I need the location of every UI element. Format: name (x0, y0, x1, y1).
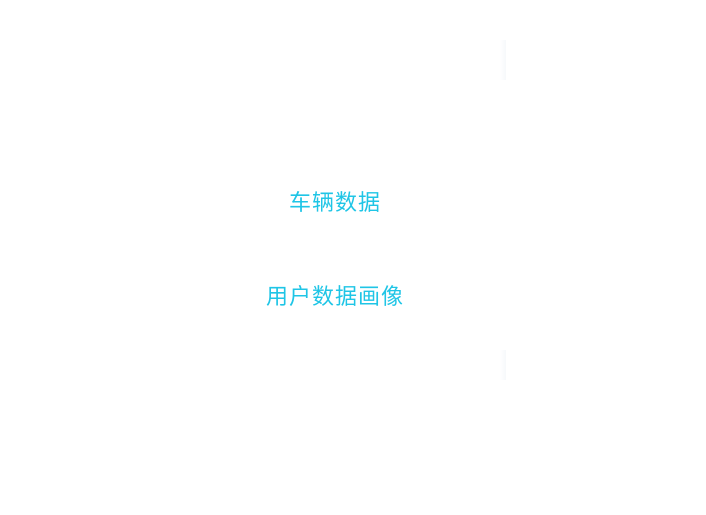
user-profile-data-link[interactable]: 用户数据画像 (265, 285, 404, 310)
panel-edge-bottom (500, 350, 506, 380)
panel-edge-top (500, 40, 506, 80)
vehicle-data-link[interactable]: 车辆数据 (288, 191, 381, 216)
